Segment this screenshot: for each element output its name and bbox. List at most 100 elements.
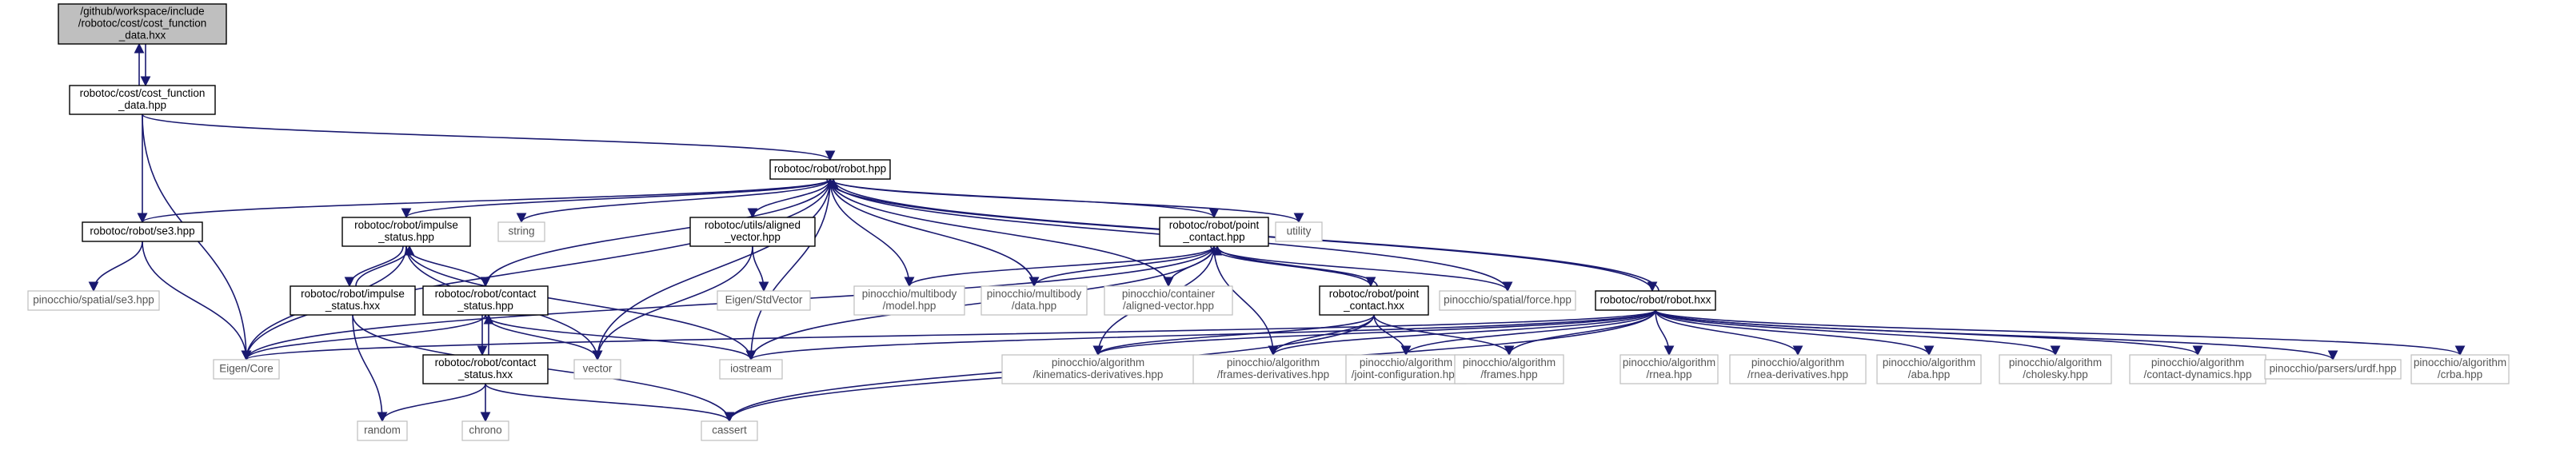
edge-contact_status_hpp-to-iostream (485, 314, 757, 361)
edge-robot_hxx-to-joint_configuration (1400, 309, 1656, 356)
node-rnea: pinocchio/algorithm/rnea.hpp (1619, 354, 1719, 384)
node-label: pinocchio/algorithm (1360, 356, 1452, 368)
node-label: /rnea-derivatives.hpp (1747, 368, 1848, 380)
node-label: _data.hpp (118, 99, 166, 111)
node-box (1319, 285, 1429, 316)
node-kinematics-derivatives: pinocchio/algorithm/kinematics-derivativ… (1001, 354, 1195, 384)
node-label: robotoc/robot/point (1169, 219, 1260, 231)
node-label: robotoc/robot/contact (435, 288, 537, 300)
edge-robot_hpp-to-iostream (745, 178, 831, 361)
node-label: robotoc/robot/se3.hpp (90, 225, 194, 237)
edge-contact_status_hxx-to-cassert (485, 383, 735, 423)
node-string: string (497, 221, 545, 242)
node-box (2129, 354, 2266, 384)
node-label: /frames.hpp (1480, 368, 1537, 380)
node-box (1619, 354, 1719, 384)
edge-point_contact_hxx-to-frames (1373, 314, 1515, 356)
node-label: /github/workspace/include (80, 6, 204, 18)
node-label: robotoc/robot/impulse (354, 219, 458, 231)
node-box (69, 85, 216, 115)
node-label: /joint-configuration.hpp (1352, 368, 1461, 380)
node-box (461, 420, 509, 441)
edge-point_contact_hpp-to-point_contact_hxx (1210, 245, 1376, 288)
edge-robot_hxx-to-cholesky (1655, 309, 2061, 356)
node-box (689, 217, 816, 247)
node-label: robotoc/robot/robot.hpp (774, 163, 886, 175)
node-aligned-vector-hpp[interactable]: robotoc/utils/aligned_vector.hpp (689, 217, 816, 247)
node-label: _vector.hpp (724, 231, 781, 243)
edge-robot_hpp-to-utility (829, 178, 1304, 224)
node-label: robotoc/robot/impulse (301, 288, 405, 300)
edge-robot_hpp-to-eigen_core (241, 178, 831, 361)
node-label: cassert (712, 424, 747, 436)
node-iostream: iostream (719, 359, 783, 380)
node-se3-hpp[interactable]: robotoc/robot/se3.hpp (82, 221, 203, 242)
node-box (82, 221, 203, 242)
node-contact-status-hpp[interactable]: robotoc/robot/contact_status.hpp (422, 285, 549, 316)
edge-robot_hxx-to-urdf (1655, 309, 2338, 361)
node-label: /aligned-vector.hpp (1123, 300, 1214, 312)
edge-impulse_status_hxx-to-random (352, 314, 388, 423)
node-box (1999, 354, 2112, 384)
node-box (341, 217, 471, 247)
node-box (1345, 354, 1467, 384)
node-eigen-stdvector: Eigen/StdVector (717, 290, 811, 311)
node-label: /data.hpp (1012, 300, 1056, 312)
edge-contact_status_hpp-to-eigen_core (241, 314, 486, 361)
node-label: pinocchio/parsers/urdf.hpp (2269, 363, 2396, 375)
edge-se3_hpp-to-pinocchio_se3 (88, 241, 143, 293)
node-label: random (364, 424, 401, 436)
node-robot-hpp[interactable]: robotoc/robot/robot.hpp (769, 159, 891, 180)
node-cost-function-data-hxx[interactable]: /github/workspace/include/robotoc/cost/c… (58, 3, 227, 45)
node-label: pinocchio/algorithm (2009, 356, 2102, 368)
node-cassert: cassert (701, 420, 758, 441)
edge-robot_hpp-to-vector (592, 178, 831, 361)
node-box (1595, 290, 1716, 311)
edge-point_contact_hpp-to-pinocchio_model (904, 245, 1215, 288)
node-label: robotoc/cost/cost_function (80, 87, 206, 99)
node-label: pinocchio/algorithm (1227, 356, 1320, 368)
node-impulse-status-hpp[interactable]: robotoc/robot/impulse_status.hpp (341, 217, 471, 247)
edge-aligned_vector_hpp-to-vector (592, 245, 753, 361)
node-box (719, 359, 783, 380)
edge-contact_status_hpp-to-vector (485, 314, 603, 361)
edge-aligned_vector_hpp-to-eigen_stdvector (752, 245, 769, 293)
node-box (1275, 221, 1323, 242)
node-robot-hxx[interactable]: robotoc/robot/robot.hxx (1595, 290, 1716, 311)
node-contact-status-hxx[interactable]: robotoc/robot/contact_status.hxx (422, 354, 549, 384)
edge-robot_hxx-to-crba (1655, 309, 2465, 356)
node-label: string (508, 225, 534, 237)
edge-robot_hpp-to-impulse_status_hpp (401, 178, 831, 219)
node-label: Eigen/StdVector (725, 294, 803, 306)
node-impulse-status-hxx[interactable]: robotoc/robot/impulse_status.hxx (290, 285, 416, 316)
node-label: pinocchio/algorithm (1052, 356, 1144, 368)
node-contact-dynamics: pinocchio/algorithm/contact-dynamics.hpp (2129, 354, 2266, 384)
node-pinocchio-model: pinocchio/multibody/model.hpp (853, 285, 965, 316)
node-label: _status.hxx (325, 300, 381, 312)
node-label: pinocchio/algorithm (1751, 356, 1844, 368)
node-label: _data.hxx (118, 30, 166, 42)
node-box (497, 221, 545, 242)
edge-point_contact_hxx-to-kinematics_derivatives (1092, 314, 1375, 356)
node-box (58, 3, 227, 45)
node-cost-function-data-hpp[interactable]: robotoc/cost/cost_function_data.hpp (69, 85, 216, 115)
node-point-contact-hpp[interactable]: robotoc/robot/point_contact.hpp (1159, 217, 1269, 247)
node-label: Eigen/Core (219, 363, 274, 375)
node-box (2264, 359, 2402, 380)
node-box (1159, 217, 1269, 247)
node-pinocchio-aligned-vector: pinocchio/container/aligned-vector.hpp (1104, 285, 1233, 316)
edge-robot_hxx-to-eigen_core (242, 309, 1656, 361)
node-box (290, 285, 416, 316)
node-point-contact-hxx[interactable]: robotoc/robot/point_contact.hxx (1319, 285, 1429, 316)
node-box (357, 420, 408, 441)
edge-robot_hxx-to-aba (1655, 309, 1935, 356)
node-box (1104, 285, 1233, 316)
node-box (1876, 354, 1982, 384)
node-label: /aba.hpp (1908, 368, 1951, 380)
node-box (701, 420, 758, 441)
node-label: pinocchio/container (1122, 288, 1216, 300)
node-label: pinocchio/multibody (987, 288, 1082, 300)
node-crba: pinocchio/algorithm/crba.hpp (2410, 354, 2510, 384)
node-joint-configuration: pinocchio/algorithm/joint-configuration.… (1345, 354, 1467, 384)
node-box (980, 285, 1088, 316)
